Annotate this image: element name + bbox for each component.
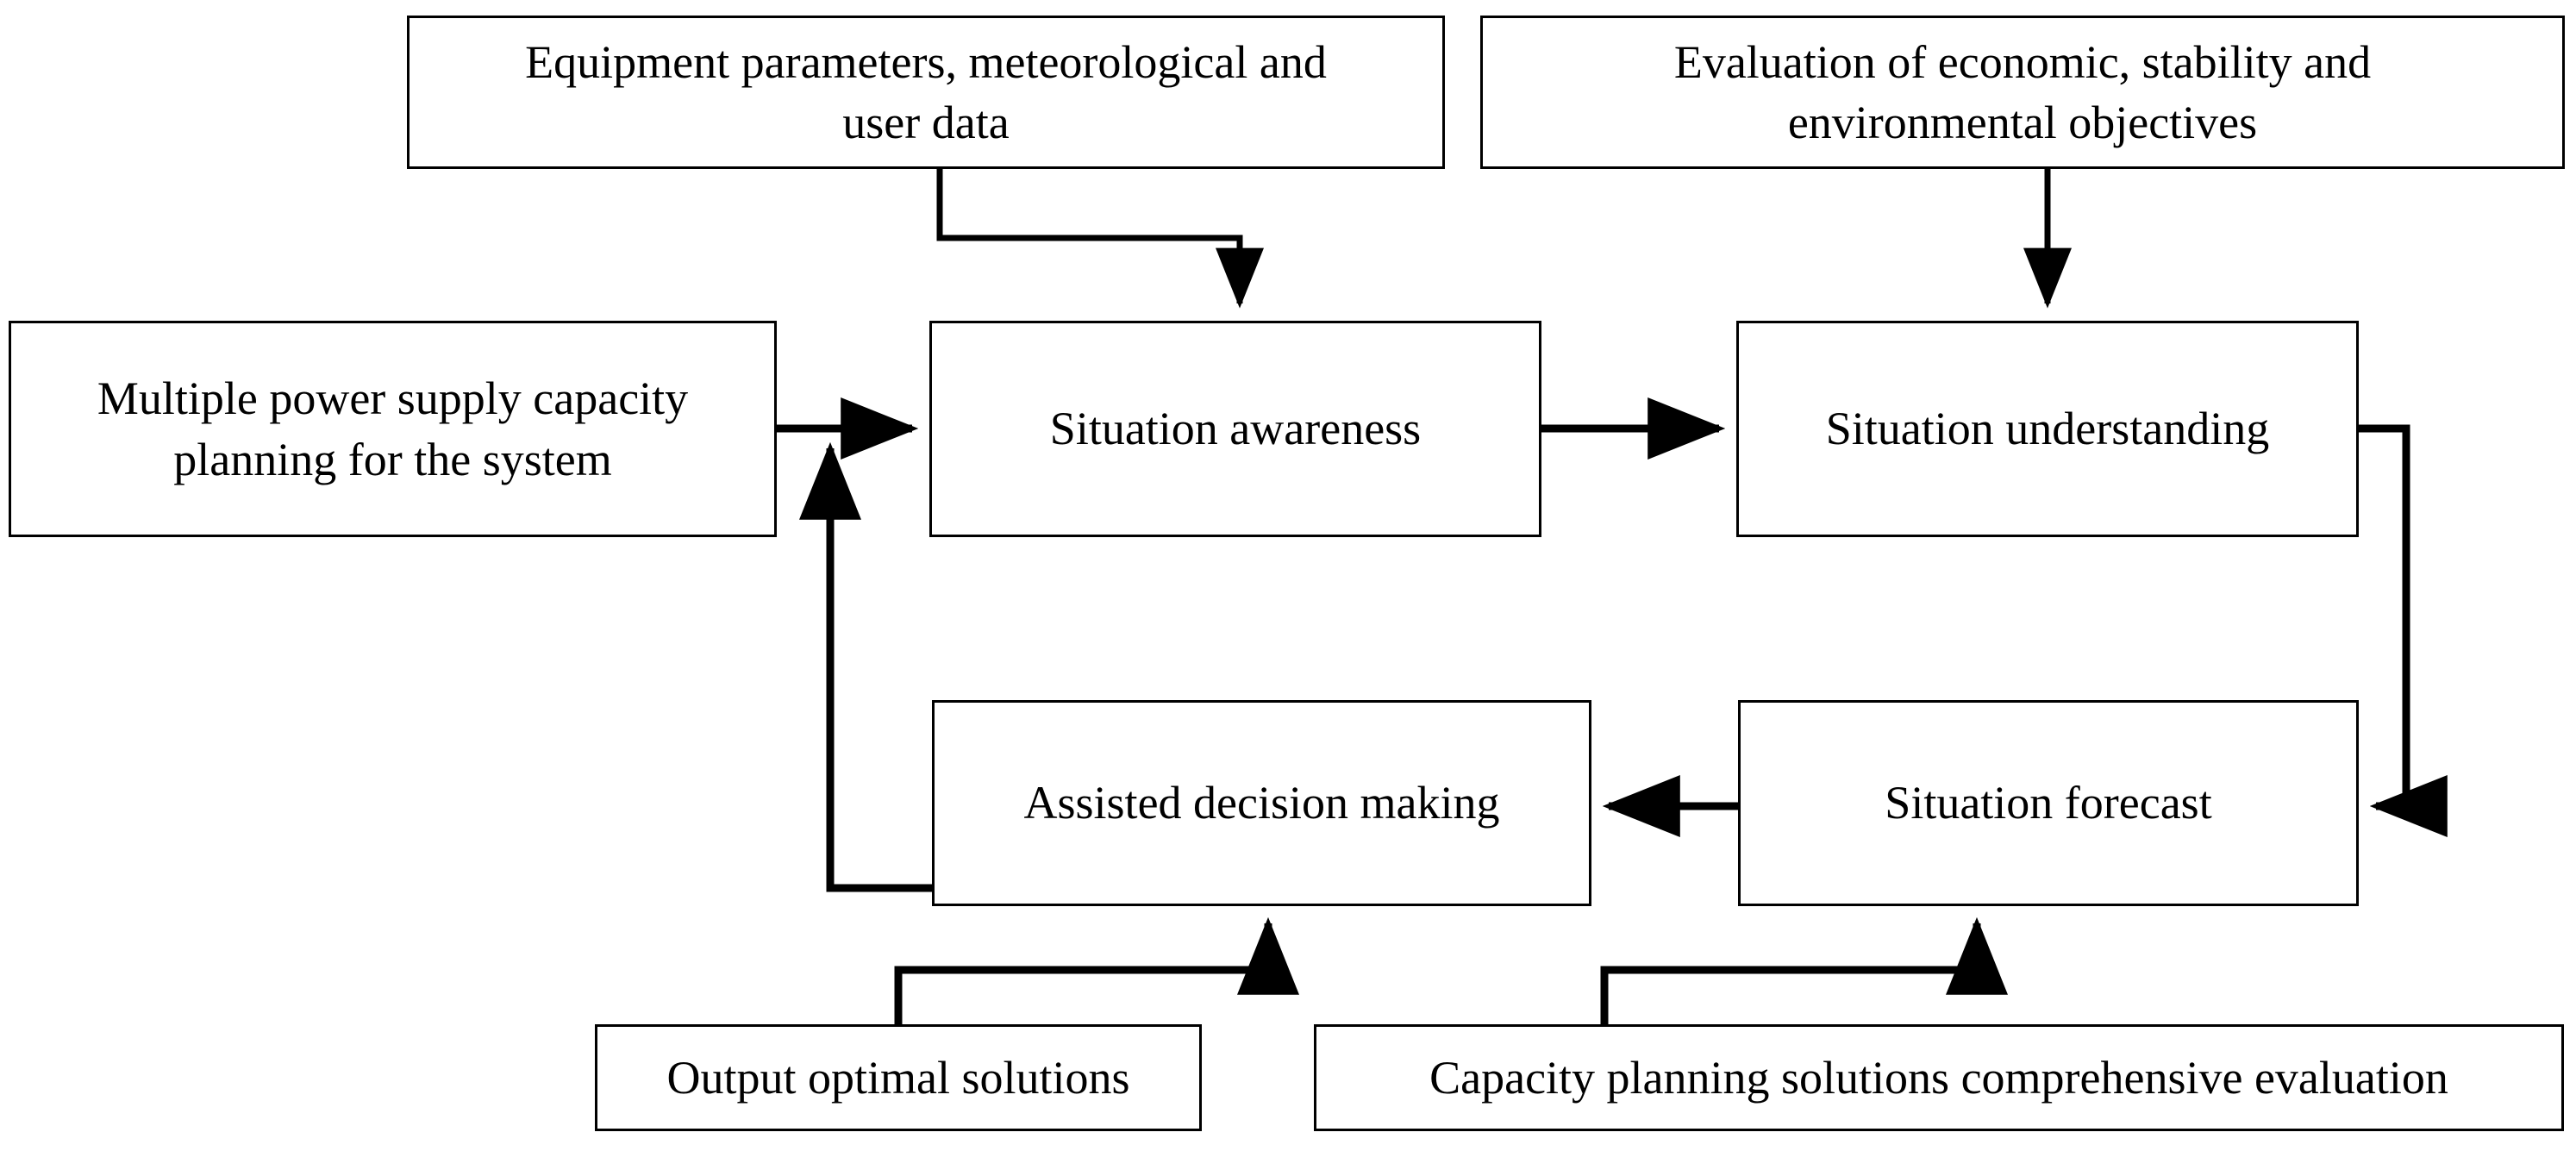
node-capacity-planning-evaluation[interactable]: Capacity planning solutions comprehensiv… bbox=[1314, 1024, 2564, 1131]
node-label: Assisted decision making bbox=[1023, 777, 1500, 829]
connector-capacity-eval-to-forecast bbox=[1600, 916, 2008, 1024]
node-equipment-data[interactable]: Equipment parameters, meteorological and… bbox=[407, 16, 1445, 169]
node-multiple-power-supply[interactable]: Multiple power supply capacity planning … bbox=[9, 321, 777, 537]
node-label: Situation awareness bbox=[1049, 403, 1422, 455]
connector-understanding-to-forecast bbox=[2359, 424, 2448, 837]
node-situation-awareness[interactable]: Situation awareness bbox=[929, 321, 1541, 537]
node-label: Multiple power supply capacity planning … bbox=[97, 372, 689, 485]
node-label: Situation forecast bbox=[1885, 777, 2212, 829]
connector-output-to-decision bbox=[894, 916, 1299, 1024]
connector-equipment-to-awareness bbox=[936, 169, 1264, 309]
connector-decision-to-supply-feedback bbox=[799, 441, 932, 892]
node-evaluation-objectives[interactable]: Evaluation of economic, stability and en… bbox=[1480, 16, 2565, 169]
node-label: Evaluation of economic, stability and en… bbox=[1673, 35, 2372, 148]
node-label: Capacity planning solutions comprehensiv… bbox=[1429, 1051, 2448, 1104]
node-situation-forecast[interactable]: Situation forecast bbox=[1738, 700, 2359, 906]
node-label: Situation understanding bbox=[1825, 403, 2270, 455]
node-output-optimal-solutions[interactable]: Output optimal solutions bbox=[595, 1024, 1202, 1131]
node-label: Equipment parameters, meteorological and… bbox=[525, 35, 1327, 148]
node-assisted-decision-making[interactable]: Assisted decision making bbox=[932, 700, 1591, 906]
node-label: Output optimal solutions bbox=[666, 1051, 1130, 1104]
node-situation-understanding[interactable]: Situation understanding bbox=[1736, 321, 2359, 537]
